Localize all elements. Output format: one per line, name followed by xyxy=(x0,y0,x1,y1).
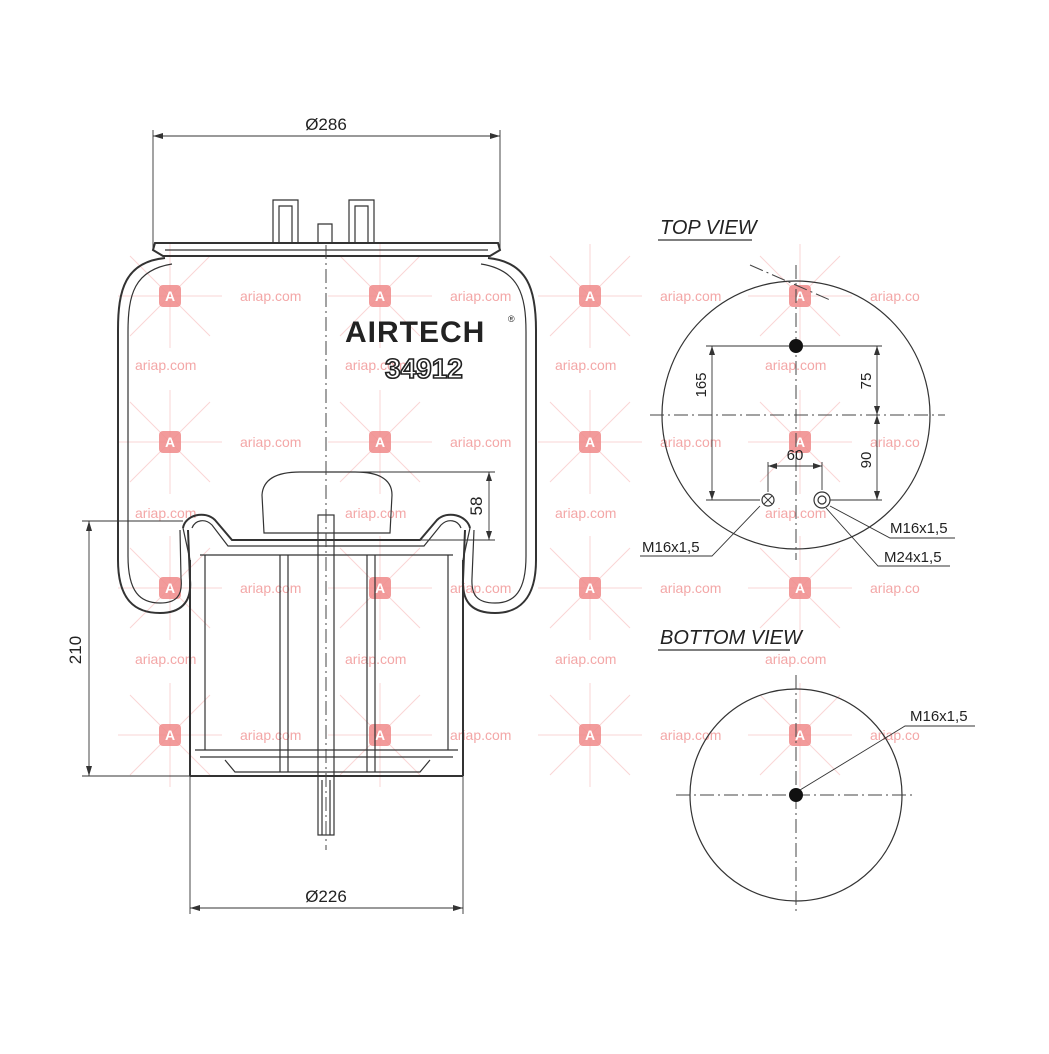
watermark-logo: A xyxy=(795,580,805,596)
watermark-text: ariap.co xyxy=(870,580,920,596)
watermark-star: A xyxy=(748,390,852,494)
watermark-text: ariap.com xyxy=(660,434,721,450)
watermark-logo: A xyxy=(375,434,385,450)
watermark-text: ariap.com xyxy=(765,651,826,667)
top-view-heading: TOP VIEW xyxy=(660,217,759,239)
part-number: 34912 xyxy=(385,353,463,384)
top-diameter-label: Ø286 xyxy=(305,115,347,134)
registered-mark: ® xyxy=(508,314,515,324)
watermark-text: ariap.com xyxy=(135,357,196,373)
watermark-text: ariap.com xyxy=(660,580,721,596)
bottom-view: BOTTOM VIEW M16x1,5 xyxy=(658,627,975,915)
watermark-text: ariap.com xyxy=(135,505,196,521)
dim-75: 75 xyxy=(858,373,875,390)
watermark-text: ariap.com xyxy=(345,505,406,521)
watermark-star: A xyxy=(118,244,222,348)
watermark-star: A xyxy=(748,244,852,348)
bumper-height-label: 58 xyxy=(467,497,486,516)
watermark-star: A xyxy=(118,683,222,787)
brand-logo-text: AIRTECH xyxy=(345,316,485,349)
bottom-thread-label: M16x1,5 xyxy=(910,708,968,725)
watermark-star: A xyxy=(748,536,852,640)
watermark-logo: A xyxy=(585,580,595,596)
watermark-text: ariap.com xyxy=(450,727,511,743)
side-view: Ø286 xyxy=(66,115,537,914)
watermark-star: A xyxy=(748,683,852,787)
watermark-text: ariap.com xyxy=(555,651,616,667)
top-stud-hole xyxy=(789,339,803,353)
watermark-star: A xyxy=(538,244,642,348)
watermark-text: ariap.com xyxy=(555,357,616,373)
watermark-logo: A xyxy=(795,434,805,450)
watermark-text: ariap.com xyxy=(240,580,301,596)
top-view: TOP VIEW 165 75 90 60 M16x1,5 M xyxy=(640,217,955,567)
watermark-logo: A xyxy=(585,434,595,450)
watermark-text: ariap.co xyxy=(870,727,920,743)
watermark-star: A xyxy=(538,683,642,787)
bottom-diameter-label: Ø226 xyxy=(305,887,347,906)
watermark-logo: A xyxy=(375,580,385,596)
watermark-text: ariap.com xyxy=(450,434,511,450)
watermark-logo: A xyxy=(375,288,385,304)
watermark-text: ariap.com xyxy=(660,288,721,304)
watermark-logo: A xyxy=(165,288,175,304)
watermark-text: ariap.com xyxy=(240,727,301,743)
thread-left-label: M16x1,5 xyxy=(642,539,700,556)
bottom-stud-hole xyxy=(789,788,803,802)
watermark-star: A xyxy=(118,536,222,640)
bottom-view-heading: BOTTOM VIEW xyxy=(660,627,804,649)
watermark-text: ariap.co xyxy=(870,288,920,304)
watermark-text: ariap.com xyxy=(555,505,616,521)
height-label: 210 xyxy=(66,636,85,664)
watermark-text: ariap.com xyxy=(240,288,301,304)
watermark-logo: A xyxy=(795,288,805,304)
watermark-text: ariap.com xyxy=(240,434,301,450)
dim-60: 60 xyxy=(787,447,804,464)
watermark-logo: A xyxy=(165,434,175,450)
watermark-text: ariap.com xyxy=(450,288,511,304)
watermark-logo: A xyxy=(795,727,805,743)
thread-hole-left xyxy=(761,493,775,507)
watermark-star: A xyxy=(538,536,642,640)
watermark-star: A xyxy=(328,390,432,494)
watermark-logo: A xyxy=(585,288,595,304)
watermark-star: A xyxy=(118,390,222,494)
thread-right-label: M16x1,5 xyxy=(890,520,948,537)
watermark-star: A xyxy=(328,536,432,640)
watermark-text: ariap.com xyxy=(135,651,196,667)
watermark-logo: A xyxy=(165,727,175,743)
dim-90: 90 xyxy=(858,452,875,469)
watermark-text: ariap.com xyxy=(345,357,406,373)
air-thread-label: M24x1,5 xyxy=(884,549,942,566)
watermark-star: A xyxy=(328,244,432,348)
watermark-text: ariap.co xyxy=(870,434,920,450)
dim-165: 165 xyxy=(693,372,710,397)
watermark-text: ariap.com xyxy=(345,651,406,667)
watermark-text: ariap.com xyxy=(450,580,511,596)
watermark-logo: A xyxy=(165,580,175,596)
watermark-star: A xyxy=(538,390,642,494)
watermark-logo: A xyxy=(585,727,595,743)
watermark-logo: A xyxy=(375,727,385,743)
